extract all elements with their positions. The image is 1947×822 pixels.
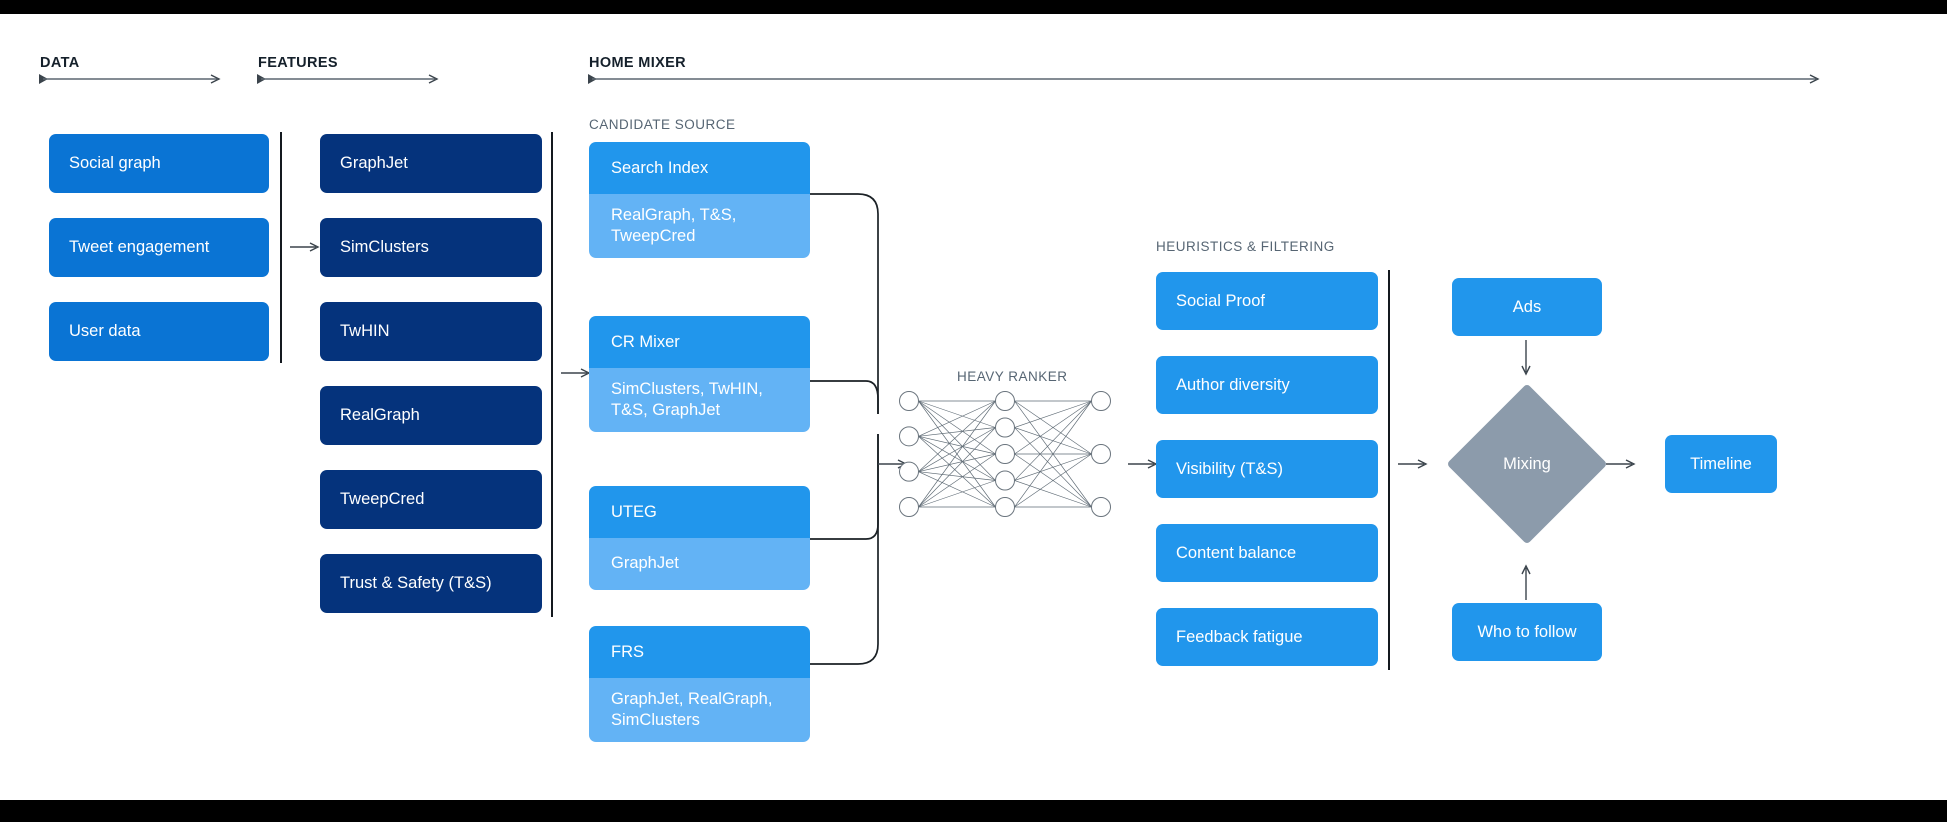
nn-node [995, 497, 1015, 517]
feature-node-simclusters[interactable]: SimClusters [320, 218, 542, 277]
candidate-source-features: RealGraph, T&S, TweepCred [589, 194, 810, 258]
candidate-source-name: Search Index [589, 142, 810, 194]
arrow-mixing-to-timeline [1606, 457, 1638, 471]
feature-node-label: GraphJet [340, 154, 408, 173]
arrow-ads-to-mixing [1518, 340, 1534, 378]
heuristic-node-visibility[interactable]: Visibility (T&S) [1156, 440, 1378, 498]
nn-edge [1014, 400, 1092, 508]
heuristic-node-label: Visibility (T&S) [1176, 459, 1283, 478]
who-to-follow-label: Who to follow [1477, 622, 1577, 641]
candidate-source-name: CR Mixer [589, 316, 810, 368]
nn-node [995, 470, 1015, 491]
feature-node-graphjet[interactable]: GraphJet [320, 134, 542, 193]
nn-node [1091, 391, 1111, 411]
ads-label: Ads [1512, 297, 1542, 316]
data-node-label: User data [69, 322, 141, 341]
feature-node-label: RealGraph [340, 406, 420, 425]
heuristic-node-label: Feedback fatigue [1176, 627, 1303, 646]
nn-edge [1014, 400, 1092, 481]
arrow-who-to-follow-to-mixing [1518, 562, 1534, 600]
output-node-who-to-follow[interactable]: Who to follow [1452, 603, 1602, 661]
nn-edge [1014, 427, 1092, 508]
nn-node [1091, 497, 1111, 517]
nn-edge [1014, 400, 1092, 455]
candidate-source-name: UTEG [589, 486, 810, 538]
feature-node-label: TwHIN [340, 322, 390, 341]
heuristic-node-content-balance[interactable]: Content balance [1156, 524, 1378, 582]
data-node-label: Tweet engagement [69, 238, 210, 257]
nn-edge [1014, 453, 1092, 481]
nn-edge [1014, 400, 1092, 428]
feature-node-tweepcred[interactable]: TweepCred [320, 470, 542, 529]
section-title-features: FEATURES [258, 55, 338, 71]
arrow-to-heavy-ranker [878, 457, 910, 471]
nn-edge [1014, 400, 1092, 455]
subsection-title-heuristics: HEURISTICS & FILTERING [1156, 239, 1335, 254]
heuristic-node-label: Author diversity [1176, 375, 1290, 394]
subsection-title-heavy-ranker: HEAVY RANKER [957, 369, 1068, 384]
nn-node [1091, 444, 1111, 464]
section-title-data: DATA [40, 55, 80, 71]
output-node-timeline[interactable]: Timeline [1665, 435, 1777, 493]
mixing-label: Mixing [1503, 454, 1551, 473]
heuristic-node-label: Social Proof [1176, 291, 1265, 310]
output-node-ads[interactable]: Ads [1452, 278, 1602, 336]
timeline-label: Timeline [1690, 454, 1752, 473]
data-node-label: Social graph [69, 154, 161, 173]
nn-node [995, 417, 1015, 438]
arrow-heuristics-to-mixing [1398, 457, 1430, 471]
nn-edge [1014, 480, 1092, 508]
candidate-source-card-uteg[interactable]: UTEG GraphJet [589, 486, 810, 590]
section-rule-data [39, 72, 224, 86]
data-node-user-data[interactable]: User data [49, 302, 269, 361]
section-title-home-mixer: HOME MIXER [589, 55, 686, 71]
nn-edge [1014, 427, 1092, 455]
heuristic-node-author-diversity[interactable]: Author diversity [1156, 356, 1378, 414]
separator-features-home-mixer [551, 132, 553, 617]
subsection-title-candidate-source: CANDIDATE SOURCE [589, 117, 736, 132]
feature-node-label: TweepCred [340, 490, 425, 509]
nn-edge [1014, 453, 1092, 508]
separator-heuristics-mixing [1388, 270, 1390, 670]
candidate-source-name: FRS [589, 626, 810, 678]
feature-node-twhin[interactable]: TwHIN [320, 302, 542, 361]
candidate-source-features: GraphJet [589, 538, 810, 590]
section-rule-features [257, 72, 442, 86]
nn-edge [1014, 400, 1092, 508]
feature-node-realgraph[interactable]: RealGraph [320, 386, 542, 445]
heuristic-node-feedback-fatigue[interactable]: Feedback fatigue [1156, 608, 1378, 666]
feature-node-label: Trust & Safety (T&S) [340, 574, 492, 593]
heuristic-node-social-proof[interactable]: Social Proof [1156, 272, 1378, 330]
diagram-sheet: DATA FEATURES HOME MIXER CANDIDATE SOURC… [0, 14, 1947, 800]
connector-candidate-sources-to-heavy-ranker [810, 184, 940, 684]
separator-data-features [280, 132, 282, 363]
feature-node-label: SimClusters [340, 238, 429, 257]
candidate-source-features: GraphJet, RealGraph, SimClusters [589, 678, 810, 742]
heuristic-node-label: Content balance [1176, 543, 1297, 562]
data-node-social-graph[interactable]: Social graph [49, 134, 269, 193]
arrow-data-to-features [290, 240, 322, 254]
nn-node [995, 391, 1015, 411]
candidate-source-card-cr-mixer[interactable]: CR Mixer SimClusters, TwHIN, T&S, GraphJ… [589, 316, 810, 432]
feature-node-trust-safety[interactable]: Trust & Safety (T&S) [320, 554, 542, 613]
candidate-source-features: SimClusters, TwHIN, T&S, GraphJet [589, 368, 810, 432]
nn-node [995, 444, 1015, 464]
nn-edge [1014, 453, 1092, 508]
section-rule-home-mixer [588, 72, 1823, 86]
candidate-source-card-frs[interactable]: FRS GraphJet, RealGraph, SimClusters [589, 626, 810, 742]
candidate-source-card-search-index[interactable]: Search Index RealGraph, T&S, TweepCred [589, 142, 810, 258]
data-node-tweet-engagement[interactable]: Tweet engagement [49, 218, 269, 277]
